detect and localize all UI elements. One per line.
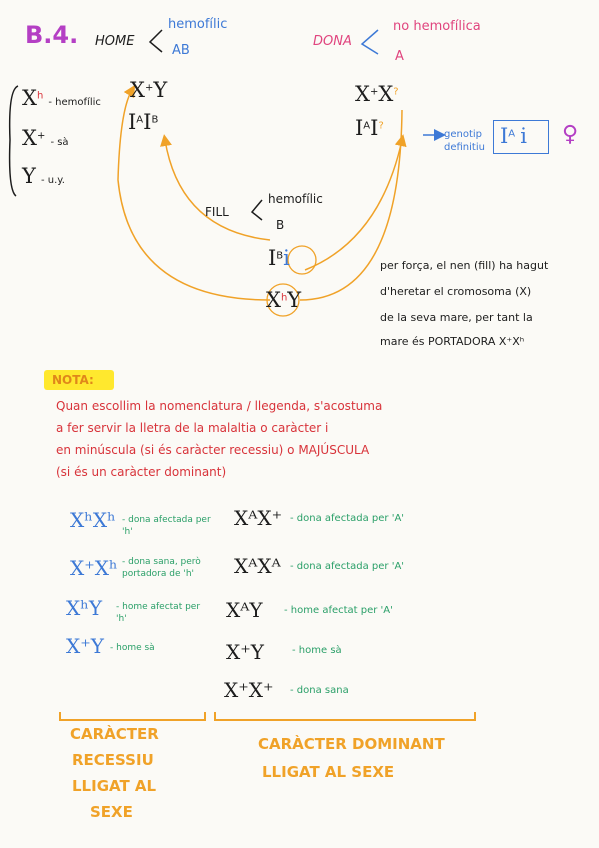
home-option-ab: AB xyxy=(172,43,190,58)
explanation-line-4: mare és PORTADORA X⁺Xʰ xyxy=(380,335,525,348)
fill-option-hemofilic: hemofílic xyxy=(268,192,323,206)
dominant-desc-5: - dona sana xyxy=(290,685,349,696)
dona-option-a: A xyxy=(395,49,404,64)
home-label: HOME xyxy=(95,34,135,49)
fill-to-mother-arrow xyxy=(304,134,407,271)
fill-to-father-arrow xyxy=(160,134,271,241)
legend-item-hemofilic: Xh - hemofílic xyxy=(22,86,101,110)
legend-bracket xyxy=(8,85,19,197)
legend-item-sa: X+ - sà xyxy=(22,126,69,150)
home-bracket xyxy=(148,29,163,53)
xy-to-father-arrow xyxy=(117,84,271,301)
dominant-genotype-4: X⁺Y xyxy=(226,640,264,664)
dominant-title-2: LLIGAT AL SEXE xyxy=(262,763,395,781)
fill-blood-genotype: IBi xyxy=(268,246,290,270)
dominant-genotype-2: XᴬXᴬ xyxy=(234,554,281,578)
home-option-hemofilic: hemofílic xyxy=(168,17,228,32)
dominant-desc-2: - dona afectada per 'A' xyxy=(290,561,405,572)
recessive-title-1: CARÀCTER xyxy=(70,725,159,743)
recessive-desc-4: - home sà xyxy=(110,643,155,653)
section-number: B.4. xyxy=(25,21,79,49)
father-blood-genotype: IAIB xyxy=(128,110,159,134)
xy-to-mother-arrow xyxy=(299,109,403,301)
recessive-title-2: RECESSIU xyxy=(72,751,154,769)
mother-note-text: genotip definitiu xyxy=(444,129,485,153)
fill-label: FILL xyxy=(205,205,229,219)
fill-bracket xyxy=(250,199,263,221)
recessive-desc-3: - home afectat per 'h' xyxy=(116,602,201,624)
nota-label: NOTA: xyxy=(52,373,94,387)
dominant-desc-4: - home sà xyxy=(292,645,342,656)
dona-bracket xyxy=(360,29,379,55)
dominant-desc-3: - home afectat per 'A' xyxy=(284,605,393,616)
dominant-genotype-1: XᴬX⁺ xyxy=(234,506,283,530)
nota-line-4: (si és un caràcter dominant) xyxy=(56,465,227,479)
xy-bubble xyxy=(266,283,300,317)
blood-bubble xyxy=(287,245,317,275)
mother-sex-genotype: X+X? xyxy=(355,82,399,106)
recessive-genotype-1: XʰXʰ xyxy=(70,508,116,532)
nota-highlight xyxy=(44,370,114,390)
explanation-line-3: de la seva mare, per tant la xyxy=(380,311,533,324)
mother-definitive-genotype: IA i xyxy=(500,124,527,148)
recessive-title-4: SEXE xyxy=(90,803,133,821)
recessive-genotype-4: X⁺Y xyxy=(66,634,104,658)
recessive-genotype-3: XʰY xyxy=(66,596,103,620)
recessive-title-3: LLIGAT AL xyxy=(72,777,157,795)
recessive-desc-2: - dona sana, però portadora de 'h' xyxy=(122,557,201,579)
father-sex-genotype: X+Y xyxy=(130,78,168,102)
explanation-line-2: d'heretar el cromosoma (X) xyxy=(380,285,532,298)
recessive-bracket xyxy=(59,712,206,721)
recessive-desc-1: - dona afectada per 'h' xyxy=(122,515,211,537)
dominant-genotype-5: X⁺X⁺ xyxy=(224,678,274,702)
nota-line-3: en minúscula (si és caràcter recessiu) o… xyxy=(56,443,370,457)
recessive-genotype-2: X⁺Xʰ xyxy=(70,556,118,580)
nota-line-2: a fer servir la lletra de la malaltia o … xyxy=(56,421,329,435)
female-symbol: ♀ xyxy=(562,122,579,147)
fill-option-b: B xyxy=(276,218,285,232)
dominant-title-1: CARÀCTER DOMINANT xyxy=(258,735,445,753)
dominant-bracket xyxy=(214,712,476,721)
fill-sex-genotype: XhY xyxy=(266,288,302,312)
dominant-desc-1: - dona afectada per 'A' xyxy=(290,513,405,524)
legend-item-y: Y - u.y. xyxy=(22,164,65,188)
dominant-genotype-3: XᴬY xyxy=(226,598,263,622)
dona-label: DONA xyxy=(313,34,352,49)
dona-option-no-hemofilica: no hemofílica xyxy=(393,19,481,34)
nota-line-1: Quan escollim la nomenclatura / llegenda… xyxy=(56,399,383,413)
explanation-line-1: per força, el nen (fill) ha hagut xyxy=(380,259,549,272)
mother-definitive-genotype-box xyxy=(493,120,549,154)
mother-blood-genotype: IAI? xyxy=(355,116,384,140)
